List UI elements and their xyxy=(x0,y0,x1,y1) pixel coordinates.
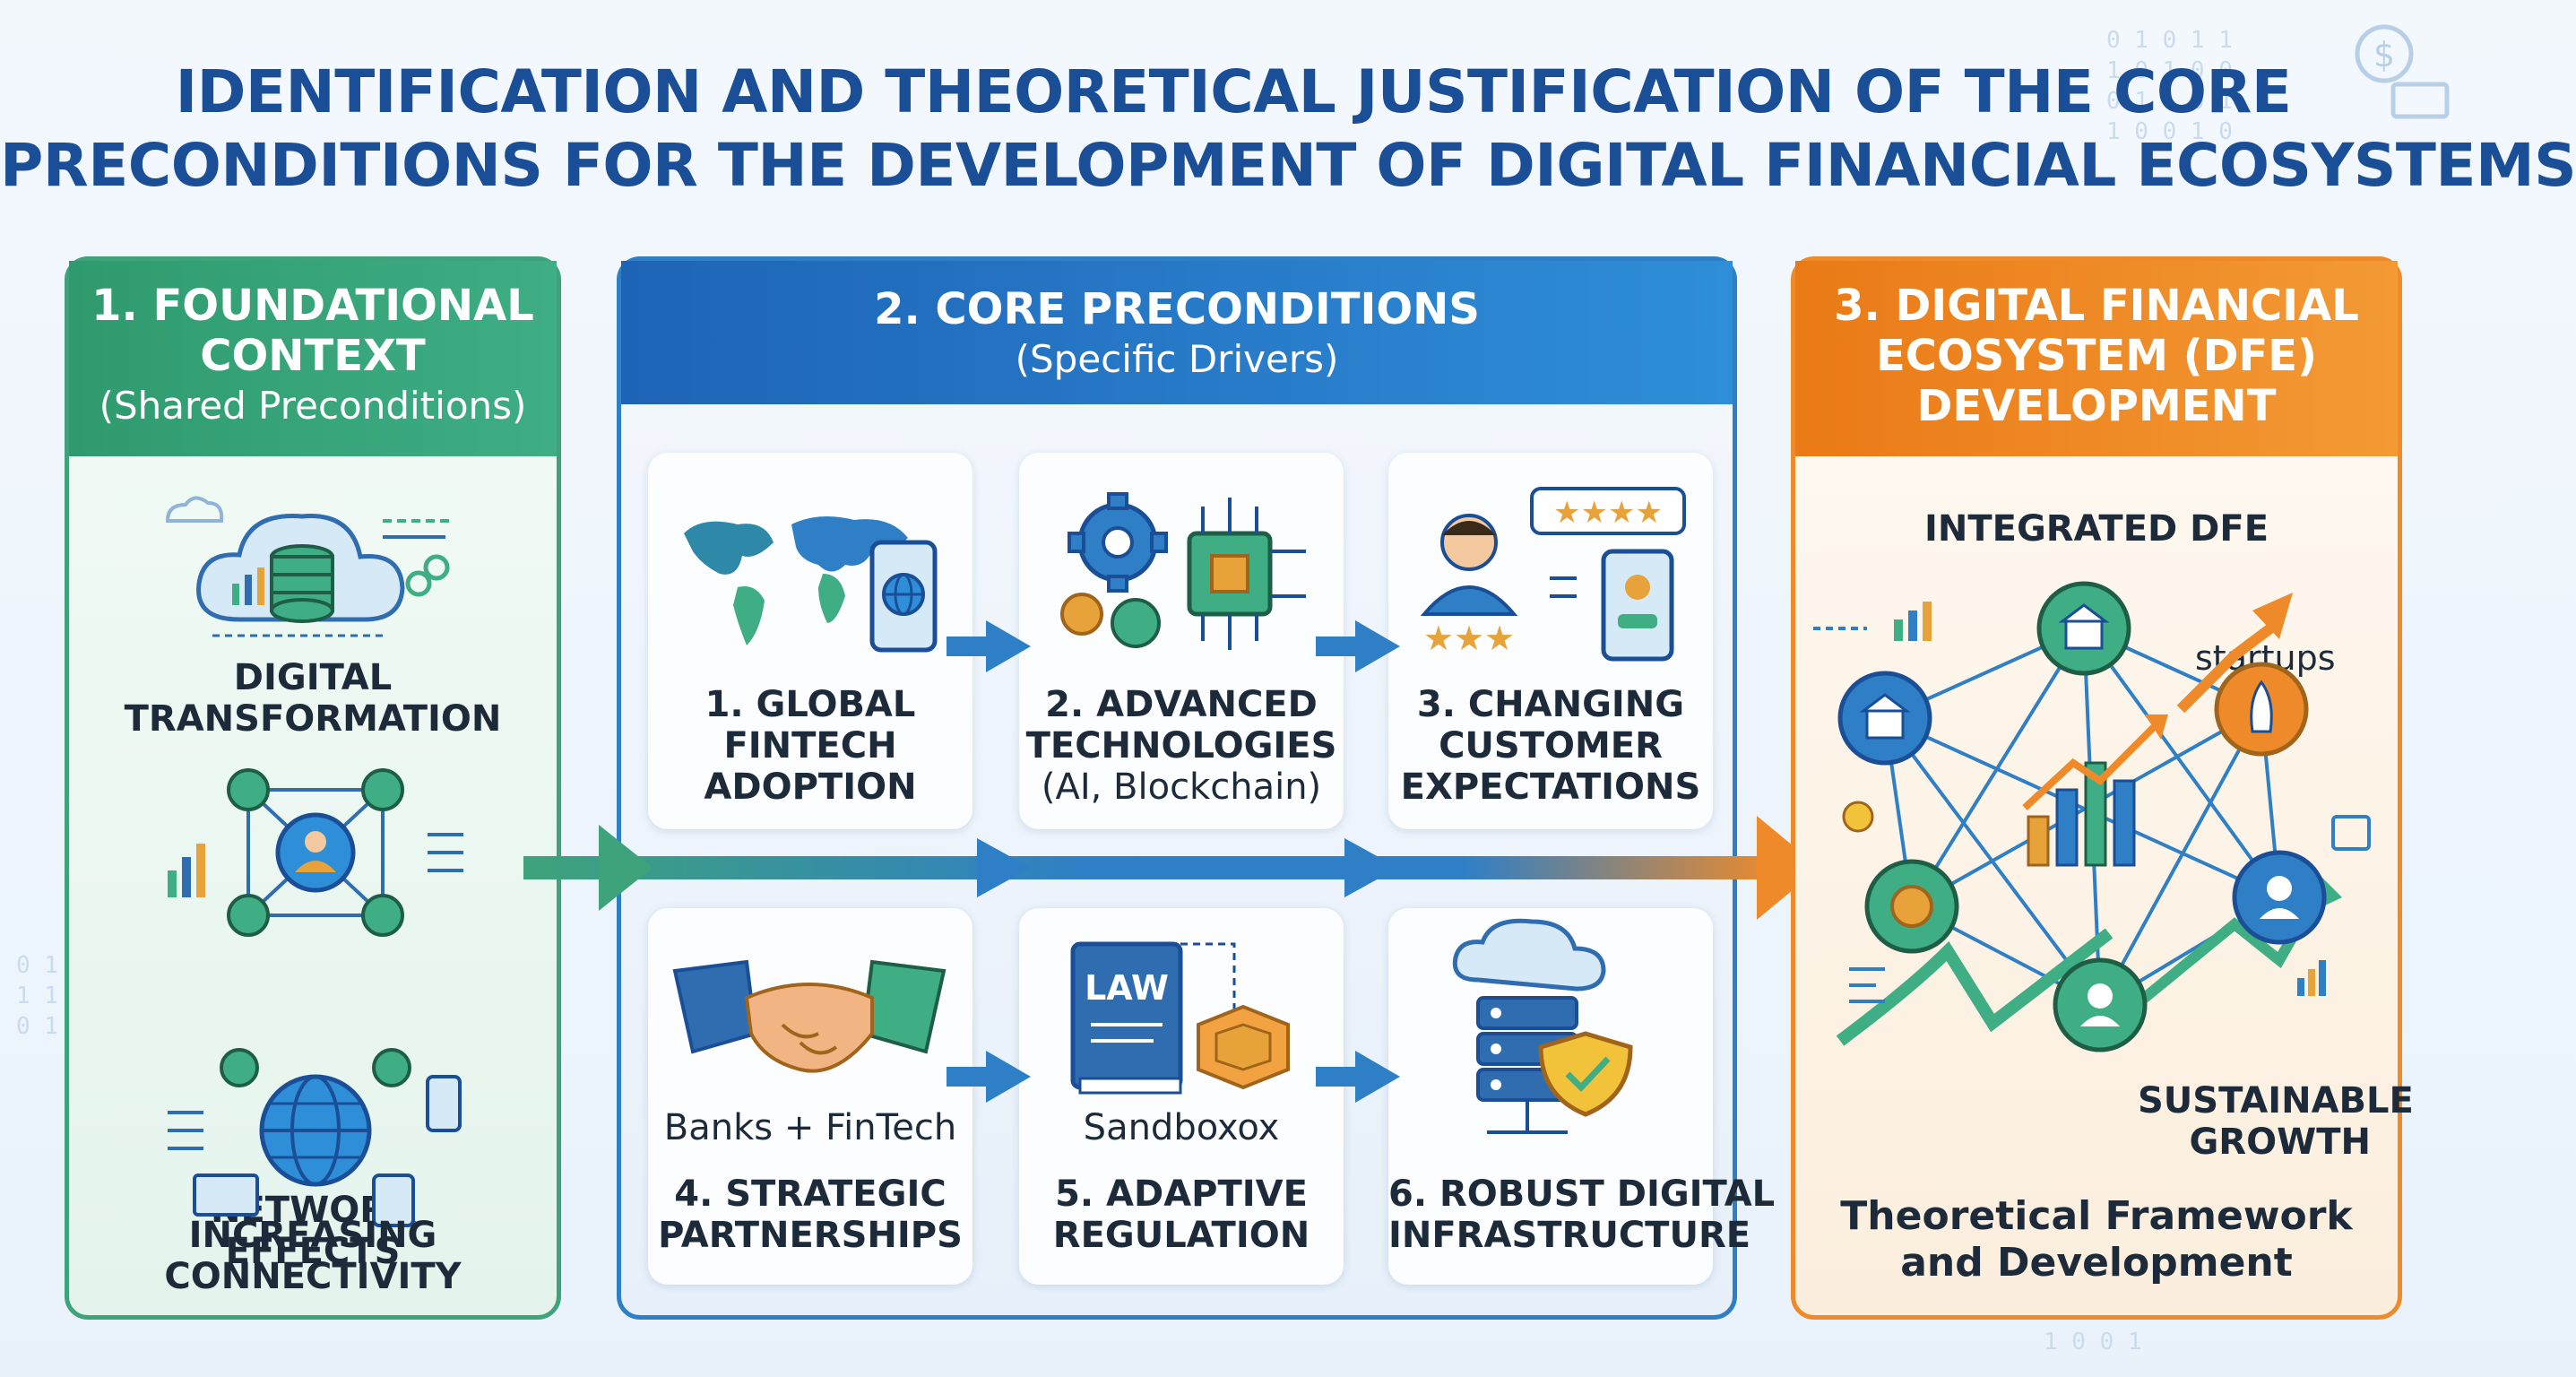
label-line: Theoretical Framework xyxy=(1840,1193,2353,1239)
handshake-icon xyxy=(672,959,947,1073)
svg-text:★★★★: ★★★★ xyxy=(1553,495,1663,531)
ecosystem-network-icon xyxy=(1813,581,2371,1052)
label-line: 6. ROBUST DIGITAL xyxy=(1388,1173,1776,1215)
label-line: CONNECTIVITY xyxy=(164,1256,462,1297)
gear-chip-icon xyxy=(1060,492,1306,650)
driver-card-customer-expectations: ★★★★ ★★★ 3. CHANGING CUSTOMER EXPECTATIO… xyxy=(1388,453,1713,829)
network-people-icon xyxy=(168,768,463,937)
header-line: DEVELOPMENT xyxy=(1916,381,2277,431)
label-line: TRANSFORMATION xyxy=(124,698,502,740)
label-line: 5. ADAPTIVE xyxy=(1055,1173,1308,1215)
sustainable-growth-label: SUSTAINABLE GROWTH xyxy=(2138,1080,2414,1163)
binary-decoration: 1 0 0 1 xyxy=(2044,1329,2142,1355)
customer-rating-icon: ★★★★ ★★★ xyxy=(1420,487,1686,662)
label-line: PARTNERSHIPS xyxy=(658,1215,963,1256)
label-line: TECHNOLOGIES xyxy=(1025,725,1337,766)
driver-label: 6. ROBUST DIGITAL INFRASTRUCTURE xyxy=(1388,1173,1776,1256)
core-preconditions-panel: 2. CORE PRECONDITIONS (Specific Drivers)… xyxy=(617,256,1776,1320)
sandbox-caption: Sandboxox xyxy=(1083,1107,1280,1148)
header-line: ECOSYSTEM (DFE) xyxy=(1875,331,2318,381)
driver-label: 1. GLOBAL FINTECH ADOPTION xyxy=(648,684,972,808)
world-map-phone-icon xyxy=(684,516,938,653)
flow-arrows xyxy=(523,620,1820,1103)
cloud-server-shield-icon xyxy=(1452,918,1633,1134)
partnership-caption: Banks + FinTech xyxy=(663,1107,957,1148)
core-preconditions-header: 2. CORE PRECONDITIONS (Specific Drivers) xyxy=(621,261,1733,404)
driver-card-advanced-technologies: 2. ADVANCED TECHNOLOGIES (AI, Blockchain… xyxy=(1019,453,1344,829)
driver-card-adaptive-regulation: LAW Sandboxox 5. ADAPTIVE REGULATION xyxy=(1019,908,1344,1285)
label-line: 1. GLOBAL xyxy=(705,684,916,725)
binary-decoration: 0 1 0 1 1 1 0 1 0 0 0 1 1 0 1 1 0 0 1 0 xyxy=(2106,27,2233,145)
label-line: INCREASING xyxy=(188,1215,437,1256)
label-line: EXPECTATIONS xyxy=(1400,766,1701,808)
cloud-database-icon xyxy=(165,496,454,637)
label-line: FINTECH xyxy=(723,725,897,766)
header-line: 3. DIGITAL FINANCIAL xyxy=(1834,281,2359,331)
title-line-2: PRECONDITIONS FOR THE DEVELOPMENT OF DIG… xyxy=(0,131,2576,200)
driver-card-robust-infrastructure: 6. ROBUST DIGITAL INFRASTRUCTURE xyxy=(1388,908,1776,1285)
label-line: and Development xyxy=(1900,1240,2293,1286)
page-title: IDENTIFICATION AND THEORETICAL JUSTIFICA… xyxy=(0,56,2576,203)
driver-card-strategic-partnerships: Banks + FinTech 4. STRATEGIC PARTNERSHIP… xyxy=(648,908,972,1285)
dollar-laptop-icon: $ xyxy=(2355,24,2450,119)
svg-text:$: $ xyxy=(2373,35,2395,74)
driver-label: 2. ADVANCED TECHNOLOGIES (AI, Blockchain… xyxy=(1019,684,1344,808)
title-line-1: IDENTIFICATION AND THEORETICAL JUSTIFICA… xyxy=(175,57,2292,126)
foundational-context-panel: 1. FOUNDATIONAL CONTEXT (Shared Precondi… xyxy=(65,256,561,1320)
theoretical-framework-label: Theoretical Framework and Development xyxy=(1795,1193,2398,1286)
header-line: 2. CORE PRECONDITIONS xyxy=(874,284,1480,334)
dfe-development-panel: 3. DIGITAL FINANCIAL ECOSYSTEM (DFE) DEV… xyxy=(1791,256,2414,1320)
label-line: 2. ADVANCED xyxy=(1045,684,1318,725)
label-line: REGULATION xyxy=(1052,1215,1310,1256)
label-line: DIGITAL xyxy=(233,657,393,698)
header-subtitle: (Specific Drivers) xyxy=(1015,337,1339,381)
increasing-connectivity-label: INCREASING CONNECTIVITY xyxy=(69,1215,557,1297)
law-book-text: LAW xyxy=(1085,968,1169,1008)
dfe-development-header: 3. DIGITAL FINANCIAL ECOSYSTEM (DFE) DEV… xyxy=(1795,261,2398,456)
digital-transformation-label: DIGITAL TRANSFORMATION xyxy=(69,657,557,740)
svg-text:★★★: ★★★ xyxy=(1423,619,1515,658)
label-line: (AI, Blockchain) xyxy=(1041,766,1322,808)
label-line: 4. STRATEGIC xyxy=(674,1173,947,1215)
label-line: SUSTAINABLE xyxy=(2138,1080,2414,1122)
header-line: CONTEXT xyxy=(200,331,426,381)
label-line: CUSTOMER xyxy=(1439,725,1663,766)
driver-label: 5. ADAPTIVE REGULATION xyxy=(1019,1173,1344,1256)
integrated-dfe-label: INTEGRATED DFE xyxy=(1923,508,2269,550)
header-line: 1. FOUNDATIONAL xyxy=(91,281,534,331)
label-line: GROWTH xyxy=(2189,1122,2371,1163)
globe-devices-icon xyxy=(168,1048,462,1227)
label-line: EFFECTS xyxy=(225,1231,401,1272)
label-line: 3. CHANGING xyxy=(1416,684,1685,725)
foundational-context-header: 1. FOUNDATIONAL CONTEXT (Shared Precondi… xyxy=(69,261,557,456)
driver-card-global-fintech: 1. GLOBAL FINTECH ADOPTION xyxy=(648,453,972,829)
label-line: ADOPTION xyxy=(704,766,917,808)
driver-label: 4. STRATEGIC PARTNERSHIPS xyxy=(648,1173,972,1256)
driver-label: 3. CHANGING CUSTOMER EXPECTATIONS xyxy=(1388,684,1713,808)
label-line: INFRASTRUCTURE xyxy=(1388,1215,1751,1256)
header-subtitle: (Shared Preconditions) xyxy=(99,384,527,428)
law-book-icon: LAW xyxy=(1070,941,1290,1095)
